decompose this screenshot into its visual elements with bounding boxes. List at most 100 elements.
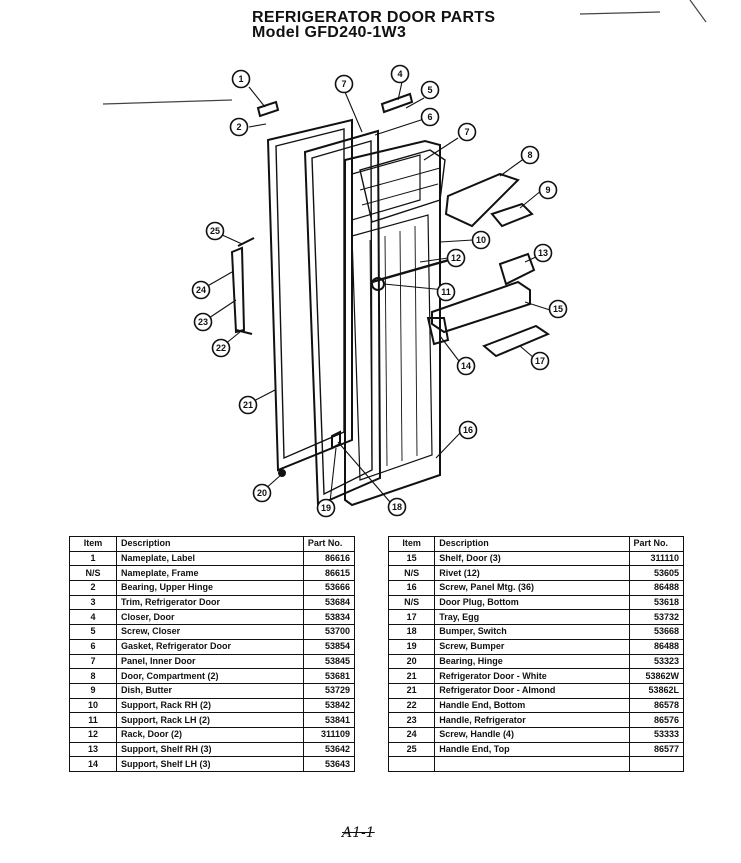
part-number-cell: 86488 xyxy=(628,580,685,596)
callout-8a xyxy=(334,74,354,94)
callout-14 xyxy=(456,356,476,376)
description-cell: Panel, Inner Door xyxy=(115,653,304,670)
item-cell: 4 xyxy=(69,609,117,626)
page-title: REFRIGERATOR DOOR PARTS xyxy=(252,9,496,26)
item-cell: 21 xyxy=(387,668,436,684)
item-cell: 23 xyxy=(387,712,436,728)
description-cell: Refrigerator Door - White xyxy=(434,668,630,684)
svg-text:21: 21 xyxy=(243,400,253,410)
part-number-cell: 53862L xyxy=(628,682,685,699)
callout-24 xyxy=(191,280,211,300)
part-number-cell: 53854 xyxy=(302,638,356,655)
description-cell: Gasket, Refrigerator Door xyxy=(115,638,304,655)
description-cell: Support, Rack LH (2) xyxy=(115,712,304,728)
description-cell: Rack, Door (2) xyxy=(115,726,304,743)
part-number-cell: 53729 xyxy=(302,682,356,699)
part-number-cell: 86488 xyxy=(628,638,685,655)
part-number-cell: 53841 xyxy=(302,712,356,728)
description-cell: Screw, Handle (4) xyxy=(434,726,630,743)
svg-text:10: 10 xyxy=(476,235,486,245)
description-cell: Rivet (12) xyxy=(434,565,630,582)
item-cell: 8 xyxy=(69,668,117,684)
part-number-cell: 86615 xyxy=(302,565,356,582)
callout-18 xyxy=(387,497,407,517)
svg-text:2: 2 xyxy=(236,122,241,132)
svg-text:15: 15 xyxy=(553,304,563,314)
item-cell: 24 xyxy=(387,726,436,743)
description-cell: Handle End, Top xyxy=(434,741,630,758)
part-number-cell: 53700 xyxy=(302,624,356,640)
item-cell: 10 xyxy=(69,697,117,714)
table-header-row: Item Description Part No. xyxy=(69,536,356,552)
svg-text:19: 19 xyxy=(321,503,331,513)
callout-5 xyxy=(420,80,440,100)
part-number-cell: 53643 xyxy=(302,756,356,772)
part-number-cell: 53684 xyxy=(302,594,356,611)
item-cell: 17 xyxy=(387,609,436,626)
callout-22 xyxy=(211,338,231,358)
callout-17 xyxy=(530,351,550,371)
svg-text:18: 18 xyxy=(392,502,402,512)
item-cell: 25 xyxy=(387,741,436,758)
item-cell: 12 xyxy=(69,726,117,743)
part-number-cell: 53845 xyxy=(302,653,356,670)
part-number-cell: 53668 xyxy=(628,624,685,640)
item-cell: 11 xyxy=(69,712,117,728)
callout-13 xyxy=(533,243,553,263)
description-cell: Shelf, Door (3) xyxy=(434,550,630,567)
svg-text:17: 17 xyxy=(535,356,545,366)
svg-text:20: 20 xyxy=(257,488,267,498)
description-cell: Nameplate, Label xyxy=(115,550,304,567)
svg-text:7: 7 xyxy=(341,79,346,89)
description-cell: Support, Shelf LH (3) xyxy=(115,756,304,772)
svg-text:13: 13 xyxy=(538,248,548,258)
description-cell: Trim, Refrigerator Door xyxy=(115,594,304,611)
callout-11 xyxy=(436,282,456,302)
description-cell: Door, Compartment (2) xyxy=(115,668,304,684)
item-cell: 14 xyxy=(69,756,117,772)
item-cell: 1 xyxy=(69,550,117,567)
column-header-description: Description xyxy=(434,536,630,552)
callout-6 xyxy=(420,107,440,127)
part-number-cell: 86577 xyxy=(628,741,685,758)
page-mark: A1-1 xyxy=(342,825,375,841)
callout-25 xyxy=(205,221,225,241)
callout-1 xyxy=(231,69,251,89)
svg-text:12: 12 xyxy=(451,253,461,263)
item-cell: 20 xyxy=(387,653,436,670)
svg-text:25: 25 xyxy=(210,226,220,236)
column-header-part-number: Part No. xyxy=(628,536,685,552)
item-cell: 6 xyxy=(69,638,117,655)
callout-7 xyxy=(457,122,477,142)
part-number-cell: 53834 xyxy=(302,609,356,626)
description-cell: Screw, Closer xyxy=(115,624,304,640)
model-number: Model GFD240-1W3 xyxy=(252,24,407,41)
part-number-cell: 53732 xyxy=(628,609,685,626)
svg-text:23: 23 xyxy=(198,317,208,327)
description-cell: Tray, Egg xyxy=(434,609,630,626)
callout-9 xyxy=(538,180,558,200)
part-number-cell xyxy=(628,756,685,772)
column-header-description: Description xyxy=(115,536,304,552)
part-number-cell: 53862W xyxy=(628,668,685,684)
item-cell: 15 xyxy=(387,550,436,567)
